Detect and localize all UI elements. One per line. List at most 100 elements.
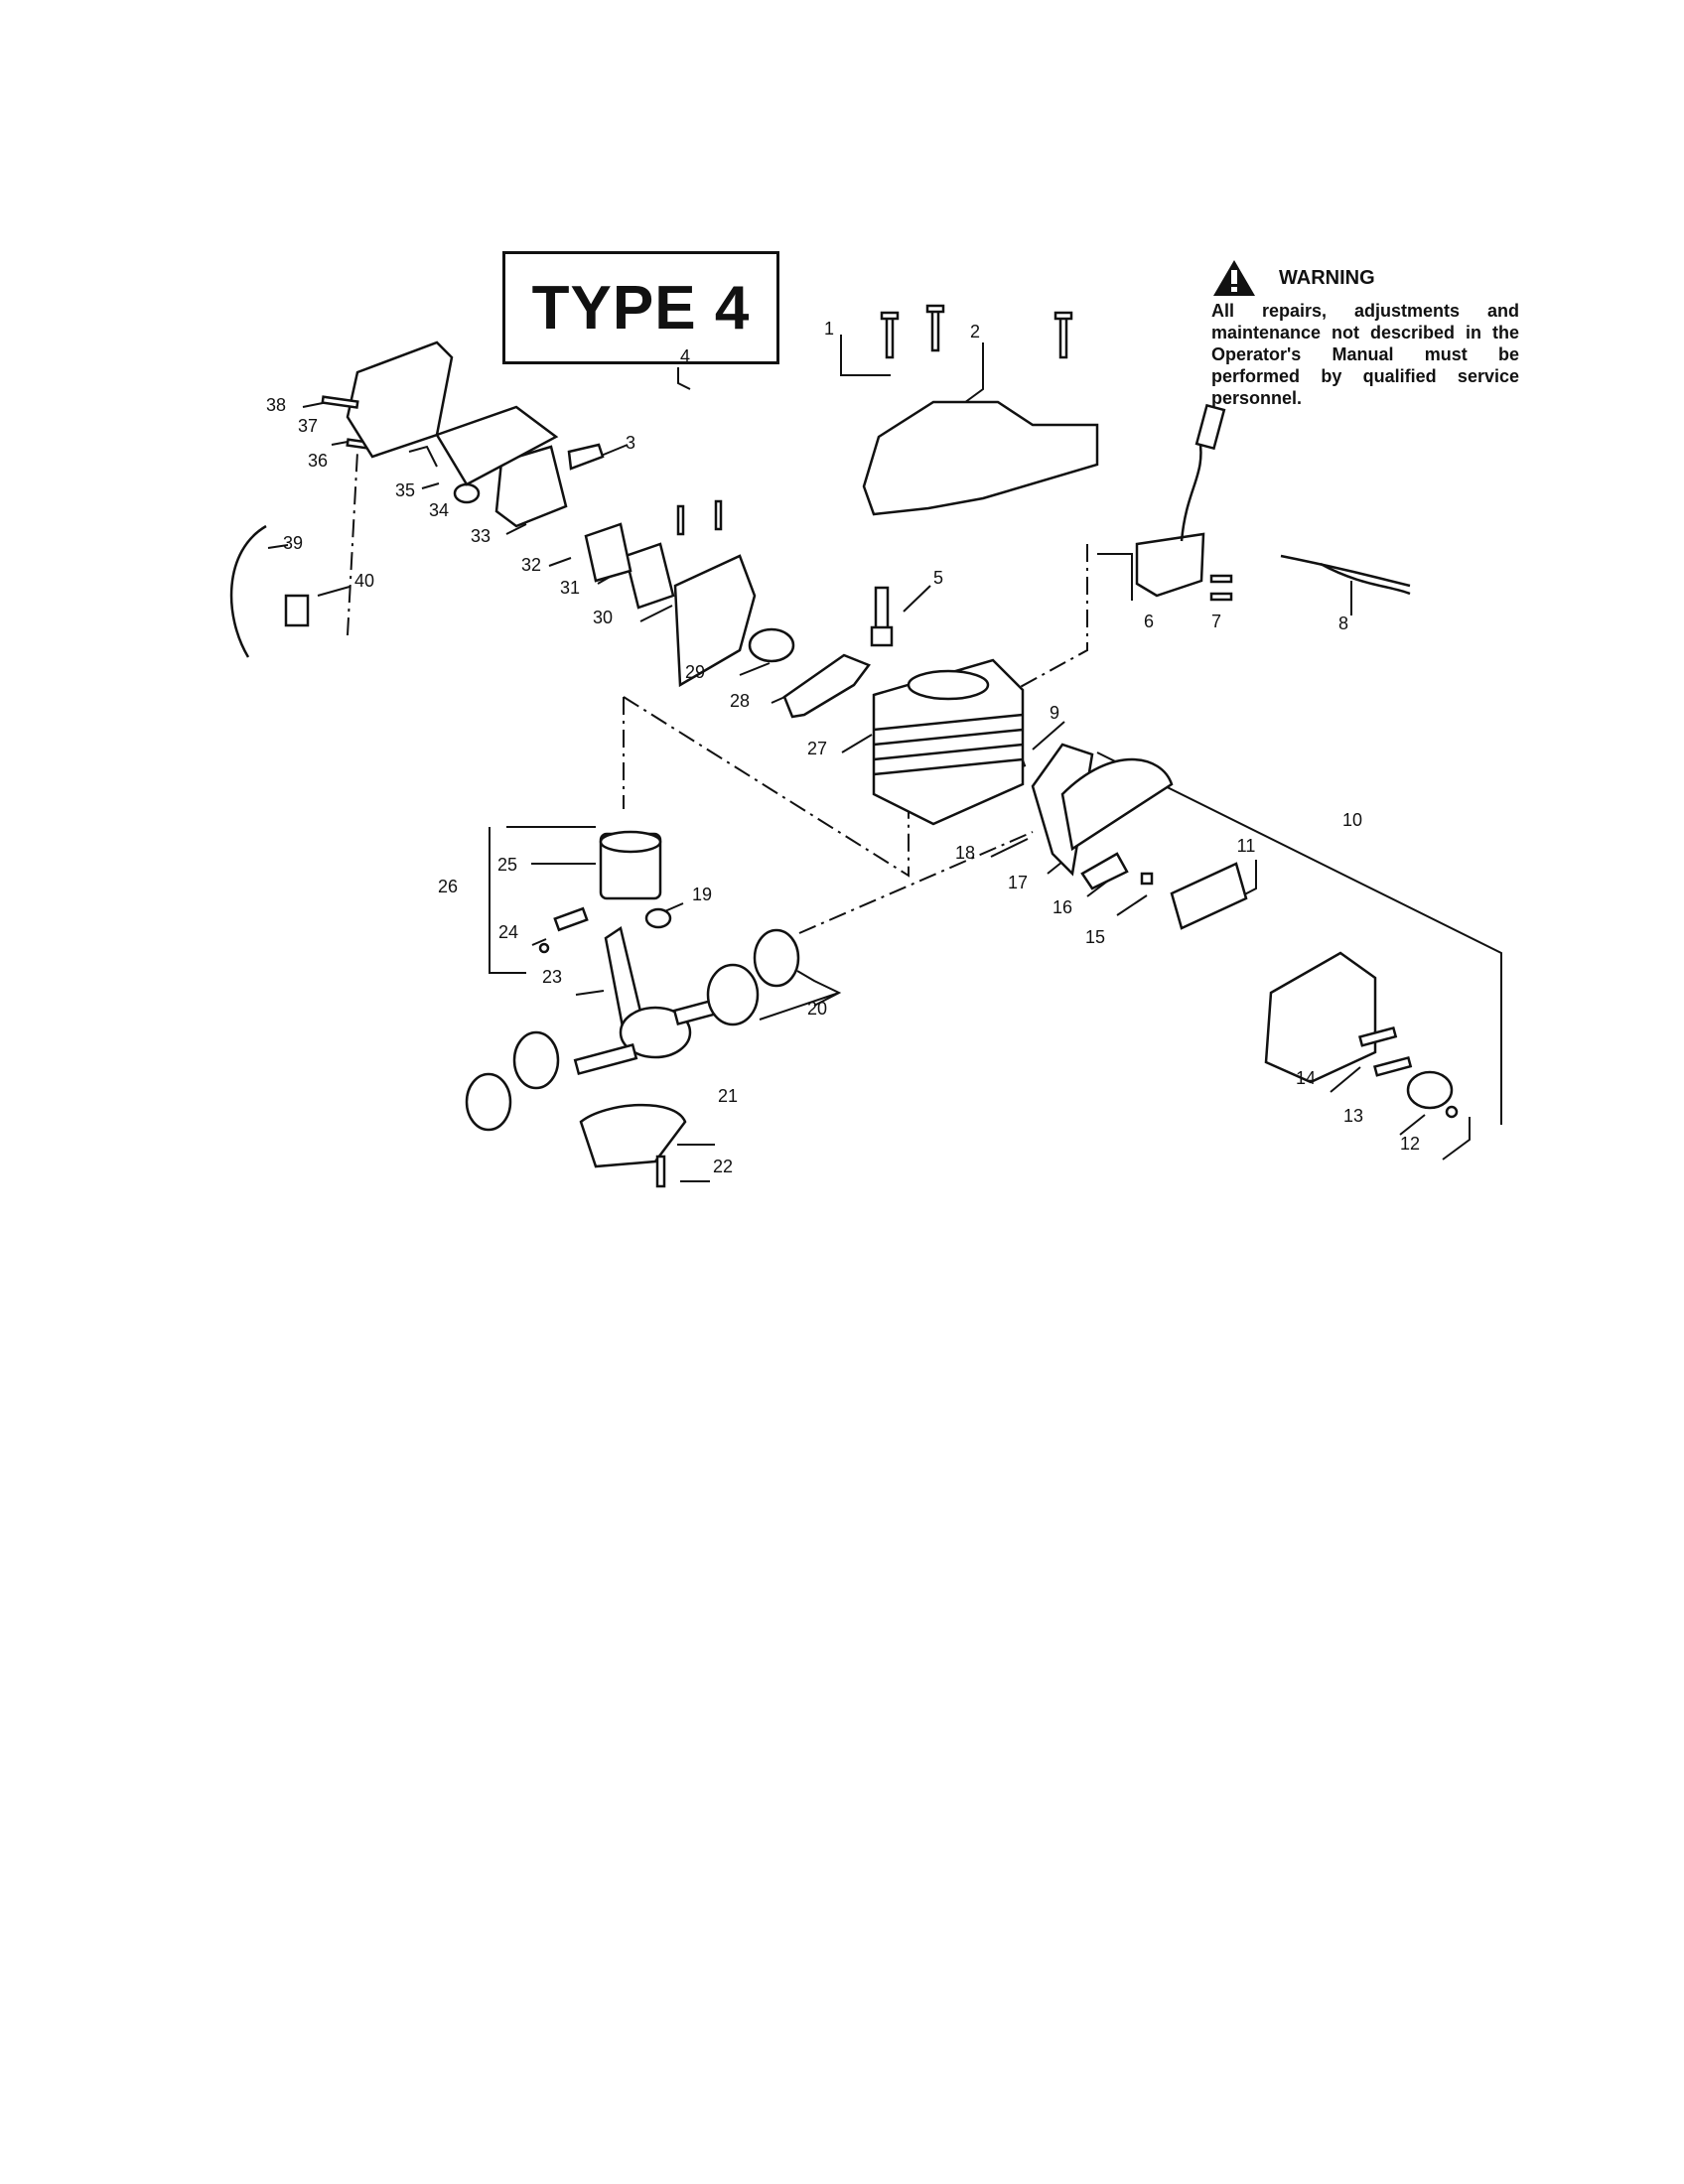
plate-part-35 bbox=[435, 405, 559, 486]
leader-line bbox=[317, 586, 351, 597]
callout-22: 22 bbox=[713, 1157, 733, 1176]
assembly-line bbox=[798, 831, 1034, 934]
callout-11: 11 bbox=[1237, 836, 1256, 856]
callout-7: 7 bbox=[1211, 612, 1221, 631]
muffler-part-10 bbox=[1264, 951, 1377, 1084]
callout-17: 17 bbox=[1008, 873, 1028, 892]
leader-line bbox=[639, 605, 673, 622]
callout-19: 19 bbox=[692, 885, 712, 904]
leader-line bbox=[1032, 721, 1065, 751]
bearing-part-19 bbox=[644, 907, 672, 929]
callout-14: 14 bbox=[1296, 1068, 1316, 1088]
leader-line bbox=[575, 990, 605, 996]
leader-line bbox=[408, 445, 438, 468]
screw-part-3 bbox=[567, 443, 605, 471]
screw-part-22 bbox=[655, 1155, 666, 1188]
intake-part-28 bbox=[782, 653, 871, 719]
leader-line bbox=[840, 335, 891, 376]
warning-triangle-icon bbox=[1213, 260, 1255, 296]
leader-line bbox=[952, 342, 984, 412]
callout-5: 5 bbox=[933, 568, 943, 588]
callout-15: 15 bbox=[1085, 927, 1105, 947]
carburetor-part-33 bbox=[494, 445, 568, 528]
callout-40: 40 bbox=[354, 571, 374, 591]
callout-20: 20 bbox=[807, 999, 827, 1019]
screw-part-38 bbox=[321, 395, 359, 409]
callout-35: 35 bbox=[395, 480, 415, 500]
callout-2: 2 bbox=[970, 322, 980, 341]
assembly-line bbox=[623, 696, 910, 878]
leader-line bbox=[1116, 894, 1148, 916]
top-cover-part-2 bbox=[862, 400, 1099, 516]
screw-part-7 bbox=[1209, 574, 1233, 602]
bearing-part-left bbox=[465, 1030, 560, 1132]
boot-part-29 bbox=[748, 627, 795, 663]
fuel-filter-part-40 bbox=[284, 594, 310, 627]
callout-18: 18 bbox=[955, 843, 975, 863]
callout-10: 10 bbox=[1342, 810, 1362, 830]
spark-boot bbox=[1194, 403, 1226, 451]
air-filter-part-37 bbox=[346, 341, 454, 459]
fuel-line-part-39 bbox=[229, 524, 267, 658]
type-label-box: TYPE 4 bbox=[502, 251, 779, 364]
ignition-lead bbox=[1180, 436, 1202, 542]
leader-line bbox=[796, 970, 842, 1007]
callout-1: 1 bbox=[824, 319, 834, 339]
callout-31: 31 bbox=[560, 578, 580, 598]
leader-line bbox=[759, 992, 840, 1021]
circlip-part-24 bbox=[538, 942, 550, 954]
leader-line bbox=[505, 523, 527, 535]
leader-line bbox=[1442, 1117, 1471, 1160]
leader-line bbox=[739, 662, 771, 676]
callout-38: 38 bbox=[266, 395, 286, 415]
screw-part-15 bbox=[1140, 872, 1154, 886]
callout-26: 26 bbox=[438, 877, 458, 896]
cylinder-part-27 bbox=[872, 658, 1025, 826]
muffler-shield-part-17 bbox=[1060, 757, 1174, 852]
warning-notice: WARNING All repairs, adjustments and mai… bbox=[1211, 258, 1519, 409]
leader-line bbox=[841, 734, 873, 753]
leader-line bbox=[677, 367, 691, 390]
assembly-line bbox=[1005, 544, 1088, 696]
callout-8: 8 bbox=[1338, 614, 1348, 633]
callout-29: 29 bbox=[685, 662, 705, 682]
baffle-part-11 bbox=[1170, 862, 1248, 930]
callout-23: 23 bbox=[542, 967, 562, 987]
leader-line bbox=[489, 827, 526, 974]
piston-part-25 bbox=[599, 830, 662, 900]
warning-text: All repairs, adjustments and maintenance… bbox=[1211, 301, 1519, 408]
callout-36: 36 bbox=[308, 451, 328, 471]
crankshaft-part-23 bbox=[573, 925, 738, 1076]
callout-39: 39 bbox=[283, 533, 303, 553]
leader-line bbox=[1330, 1066, 1361, 1093]
piston-pin-part-24 bbox=[553, 906, 589, 932]
wire-part-8b bbox=[1320, 562, 1411, 596]
callout-37: 37 bbox=[298, 416, 318, 436]
carb-adapter-part-30 bbox=[673, 554, 757, 688]
assembly-line bbox=[347, 451, 358, 636]
leader-line bbox=[1399, 1114, 1426, 1136]
type-label: TYPE 4 bbox=[531, 273, 751, 342]
leader-line bbox=[421, 482, 440, 489]
crankcase-part-21 bbox=[579, 1103, 687, 1168]
leader-line bbox=[990, 838, 1029, 858]
nut-part-12 bbox=[1445, 1105, 1459, 1119]
wire-part-8 bbox=[1280, 554, 1411, 588]
callout-9: 9 bbox=[1050, 703, 1059, 723]
callout-34: 34 bbox=[429, 500, 449, 520]
callout-28: 28 bbox=[730, 691, 750, 711]
callout-30: 30 bbox=[593, 608, 613, 627]
callout-3: 3 bbox=[626, 433, 635, 453]
leader-line bbox=[331, 441, 349, 446]
gasket-part-31 bbox=[624, 542, 675, 610]
gasket-part-16 bbox=[1080, 852, 1129, 890]
leader-line bbox=[1097, 553, 1133, 601]
callout-27: 27 bbox=[807, 739, 827, 758]
callout-25: 25 bbox=[497, 855, 517, 875]
ignition-module-part-6 bbox=[1135, 532, 1205, 598]
callout-4: 4 bbox=[680, 346, 690, 366]
leader-line bbox=[1096, 751, 1502, 1125]
warning-heading: WARNING bbox=[1279, 266, 1375, 289]
callout-6: 6 bbox=[1144, 612, 1154, 631]
